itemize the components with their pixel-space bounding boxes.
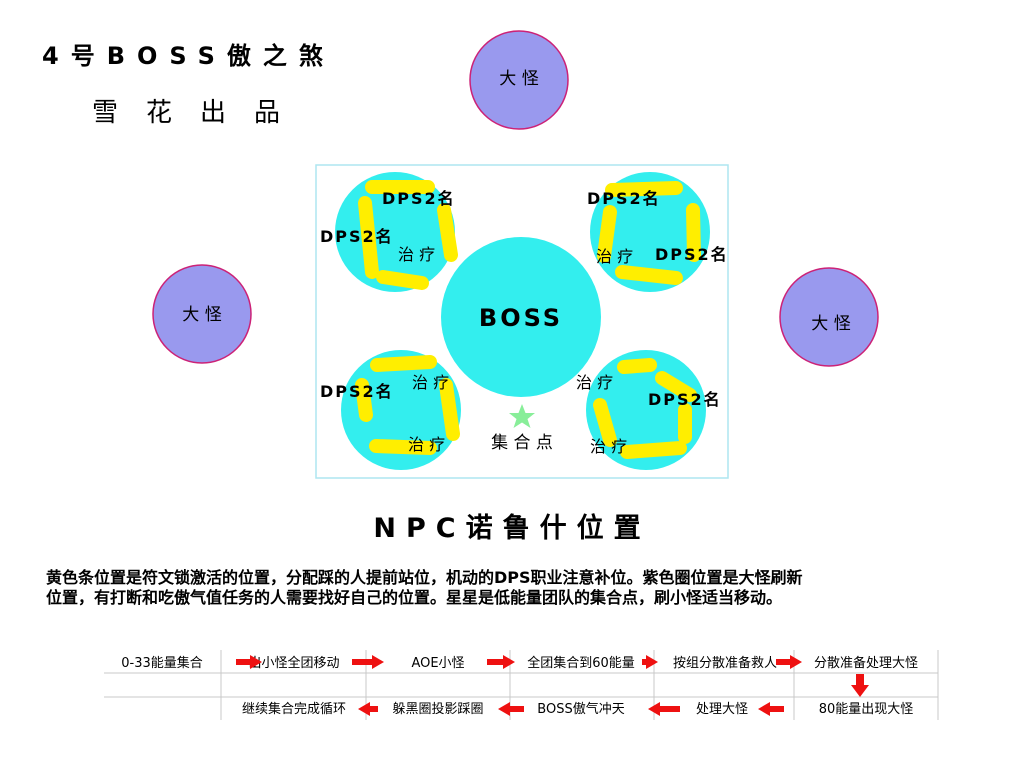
- healer-label: 治 疗: [408, 435, 445, 454]
- group-circle-top-right: DPS2名 DPS2名 治 疗: [587, 172, 729, 292]
- healer-label: 治 疗: [398, 245, 435, 264]
- flow-step-6: 分散准备处理大怪: [814, 655, 918, 671]
- arrow-down-icon: [851, 674, 869, 697]
- page-subtitle: 雪花出品: [92, 98, 309, 128]
- page-title: 4号BOSS傲之煞: [42, 42, 335, 70]
- big-monster-top: 大 怪: [469, 30, 569, 130]
- arrow-left-icon: [758, 702, 784, 716]
- rally-point-label: 集 合 点: [491, 433, 553, 453]
- flow-step-10: 躲黑圈投影踩圈: [392, 701, 483, 717]
- boss-label: BOSS: [479, 304, 563, 332]
- big-monster-right: 大 怪: [779, 267, 879, 367]
- big-monster-left: 大 怪: [152, 264, 252, 364]
- flow-step-11: 继续集合完成循环: [242, 701, 346, 717]
- dps-label: DPS2名: [382, 189, 456, 208]
- dps-label: DPS2名: [655, 245, 729, 264]
- dps-label: DPS2名: [320, 382, 394, 401]
- group-circle-top-left: DPS2名 DPS2名 治 疗: [320, 172, 458, 292]
- big-monster-top-label: 大 怪: [499, 69, 538, 89]
- healer-label: 治 疗: [596, 247, 633, 266]
- arrow-right-icon: [642, 655, 658, 669]
- arrow-right-icon: [776, 655, 802, 669]
- flow-step-7: 80能量出现大怪: [819, 702, 914, 717]
- dps-label: DPS2名: [587, 189, 661, 208]
- healer-label: 治 疗: [590, 437, 627, 456]
- flow-step-5: 按组分散准备救人: [673, 655, 777, 671]
- description-line-1: 黄色条位置是符文锁激活的位置，分配踩的人提前站位，机动的DPS职业注意补位。紫色…: [46, 568, 803, 587]
- flow-step-2: 出小怪全团移动: [248, 655, 339, 671]
- arrow-left-icon: [358, 702, 378, 716]
- group-circle-bottom-right: 治 疗 DPS2名 治 疗: [576, 350, 722, 470]
- dps-label: DPS2名: [320, 227, 394, 246]
- healer-label: 治 疗: [412, 373, 449, 392]
- arrow-right-icon: [352, 655, 384, 669]
- group-circle-bottom-left: DPS2名 治 疗 治 疗: [320, 350, 461, 470]
- rally-star-icon: [509, 404, 535, 428]
- flow-step-3: AOE小怪: [411, 656, 464, 671]
- arrow-right-icon: [487, 655, 515, 669]
- dps-label: DPS2名: [648, 390, 722, 409]
- description: 黄色条位置是符文锁激活的位置，分配踩的人提前站位，机动的DPS职业注意补位。紫色…: [46, 568, 996, 608]
- npc-position-title: NPC诺鲁什位置: [373, 513, 651, 544]
- flowchart: 0-33能量集合 出小怪全团移动 AOE小怪 全团集合到60能量 按组分散准备救…: [104, 650, 939, 720]
- rune-bars: [593, 358, 697, 459]
- flow-step-8: 处理大怪: [696, 702, 748, 717]
- arrow-left-icon: [648, 702, 680, 716]
- boss-circle: BOSS: [441, 237, 601, 397]
- big-monster-left-label: 大 怪: [182, 305, 221, 325]
- rune-bars: [597, 181, 701, 285]
- description-line-2: 位置，有打断和吃傲气值任务的人需要找好自己的位置。星星是低能量团队的集合点，刷小…: [46, 588, 783, 607]
- arrow-right-icon: [236, 655, 262, 669]
- rune-bars: [355, 355, 460, 455]
- flow-step-1: 0-33能量集合: [121, 655, 203, 671]
- big-monster-right-label: 大 怪: [811, 314, 850, 334]
- rune-bars: [358, 180, 458, 290]
- flow-step-4: 全团集合到60能量: [527, 655, 635, 671]
- flow-step-9: BOSS傲气冲天: [537, 701, 624, 717]
- healer-label: 治 疗: [576, 373, 613, 392]
- arrow-left-icon: [498, 702, 524, 716]
